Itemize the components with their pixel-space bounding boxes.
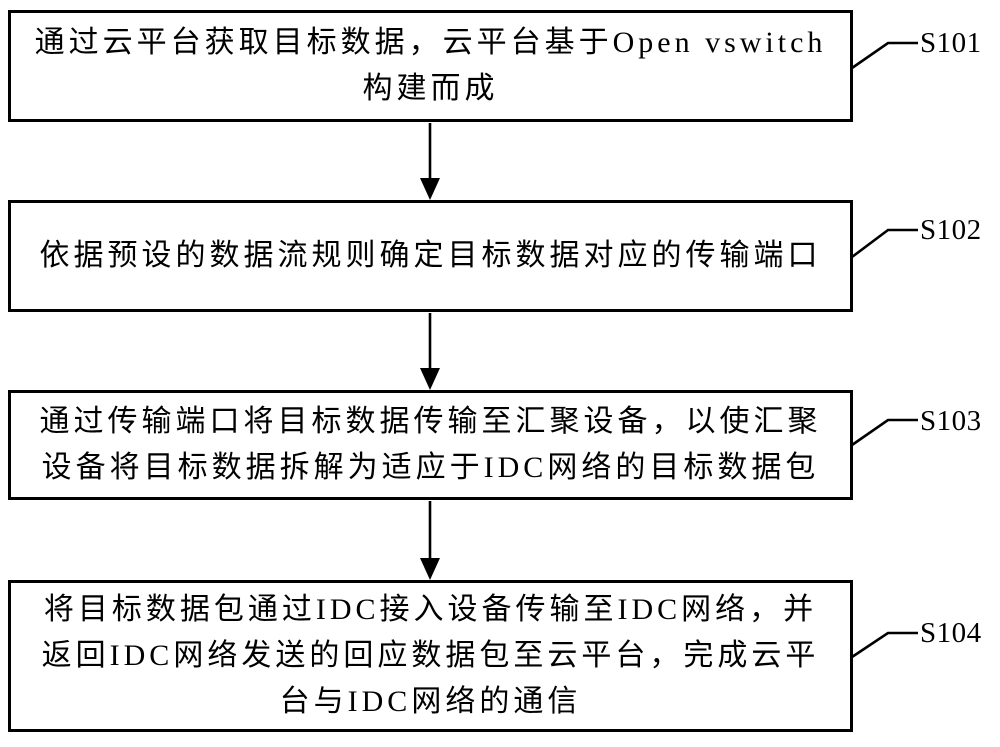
arrow-down-icon xyxy=(420,313,440,390)
step-text-line: 通过云平台获取目标数据，云平台基于Open vswitch xyxy=(34,26,827,59)
arrow-down-icon xyxy=(420,501,440,580)
step-box-s102: 依据预设的数据流规则确定目标数据对应的传输端口 xyxy=(8,200,853,312)
step-label-s103: S103 xyxy=(920,405,982,437)
step-label-s101: S101 xyxy=(920,27,982,59)
step-text-line: 设备将目标数据拆解为适应于IDC网络的目标数据包 xyxy=(41,451,820,484)
step-label-s104: S104 xyxy=(920,617,982,649)
step-text-line: 返回IDC网络发送的回应数据包至云平台，完成云平 xyxy=(41,639,820,672)
step-text-line: 构建而成 xyxy=(362,72,499,105)
step-label-s102: S102 xyxy=(920,214,982,246)
step-text-line: 依据预设的数据流规则确定目标数据对应的传输端口 xyxy=(39,239,822,272)
label-connector-s103 xyxy=(851,418,918,447)
step-text-line: 通过传输端口将目标数据传输至汇聚设备，以使汇聚 xyxy=(39,405,822,438)
step-box-s103: 通过传输端口将目标数据传输至汇聚设备，以使汇聚 设备将目标数据拆解为适应于IDC… xyxy=(8,390,853,500)
label-connector-s104 xyxy=(851,631,918,659)
step-box-s101: 通过云平台获取目标数据，云平台基于Open vswitch 构建而成 xyxy=(8,10,853,122)
step-text-line: 将目标数据包通过IDC接入设备传输至IDC网络，并 xyxy=(43,593,818,626)
label-connector-s101 xyxy=(851,41,918,70)
arrow-down-icon xyxy=(420,123,440,200)
step-text-line: 台与IDC网络的通信 xyxy=(279,685,582,718)
label-connector-s102 xyxy=(851,228,918,259)
step-box-s104: 将目标数据包通过IDC接入设备传输至IDC网络，并 返回IDC网络发送的回应数据… xyxy=(8,580,853,732)
